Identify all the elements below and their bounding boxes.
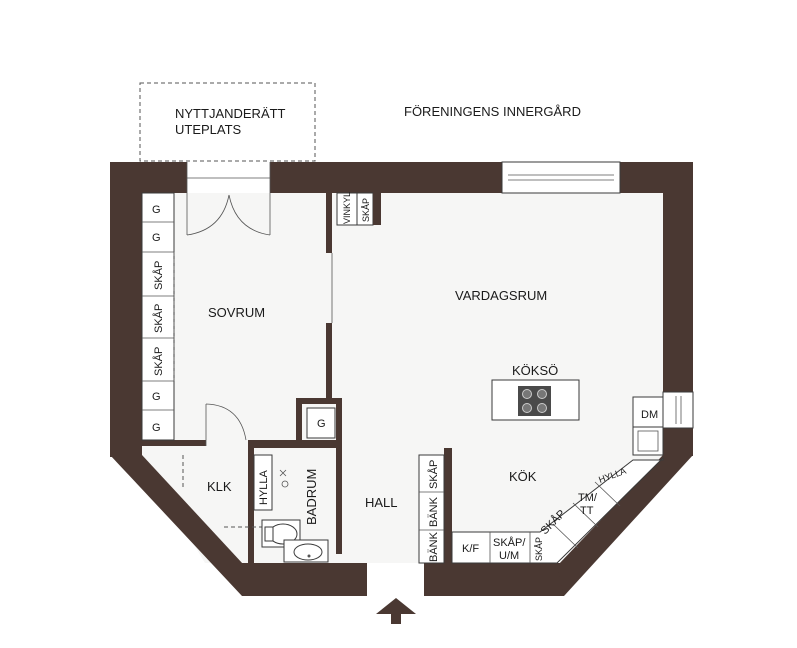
dishwasher-label: DM (641, 409, 658, 421)
wardrobe-g-2: G (152, 232, 161, 244)
terrace-outline (139, 82, 316, 162)
counter-skap-um-1: SKÅP/ (493, 536, 526, 549)
vinkyl-label: VINKYL (342, 192, 352, 224)
living-room-label: VARDAGSRUM (455, 288, 547, 303)
wardrobe-skap-3: SKÅP (152, 347, 165, 376)
bedroom-label: SOVRUM (208, 305, 265, 320)
wardrobe-g-4: G (152, 422, 161, 434)
entrance-arrow-icon (376, 598, 416, 624)
bathroom-fixtures (261, 469, 329, 563)
stove-icon (518, 386, 551, 416)
right-appliances (632, 396, 664, 456)
hall-wardrobe (306, 407, 336, 439)
wardrobe-column (141, 192, 175, 441)
hall-bench-column (418, 454, 445, 564)
terrace-label-1: NYTTJANDERÄTT (175, 106, 286, 121)
tmtt-label-2: TT (580, 505, 594, 517)
island-label: KÖKSÖ (512, 363, 558, 378)
wardrobe-g-1: G (152, 204, 161, 216)
hall-label: HALL (365, 495, 398, 510)
closet-shelf (253, 454, 273, 511)
terrace-label-2: UTEPLATS (175, 122, 242, 137)
counter-skap-small: SKÅP (534, 537, 544, 561)
fridge-label: K/F (462, 543, 479, 555)
hall-skap-label: SKÅP (427, 460, 440, 489)
outer-walls (110, 162, 693, 596)
window-top (501, 161, 621, 194)
kitchen-label: KÖK (509, 469, 537, 484)
kitchen-island (491, 379, 580, 421)
hall-g-label: G (317, 418, 326, 430)
closet-shelf-label: HYLLA (258, 469, 270, 505)
tmtt-label-1: TM/ (578, 492, 598, 504)
closet-label: KLK (207, 479, 232, 494)
top-skap-label: SKÅP (361, 198, 371, 222)
wardrobe-skap-2: SKÅP (152, 304, 165, 333)
counter-skap-um-2: U/M (499, 550, 519, 562)
bathroom-label: BADRUM (304, 469, 319, 525)
wine-cooler-cabinet (336, 192, 381, 226)
hall-bank-label-1: BÄNK (428, 496, 440, 527)
courtyard-label: FÖRENINGENS INNERGÅRD (404, 104, 581, 119)
hall-bank-label-2: BÄNK (428, 531, 440, 562)
bedroom-door (205, 403, 247, 446)
kitchen-counter (451, 456, 664, 564)
interior-walls (142, 193, 452, 563)
window-right (662, 391, 694, 429)
terrace-door (186, 162, 271, 236)
wardrobe-g-3: G (152, 391, 161, 403)
wardrobe-skap-1: SKÅP (152, 261, 165, 290)
